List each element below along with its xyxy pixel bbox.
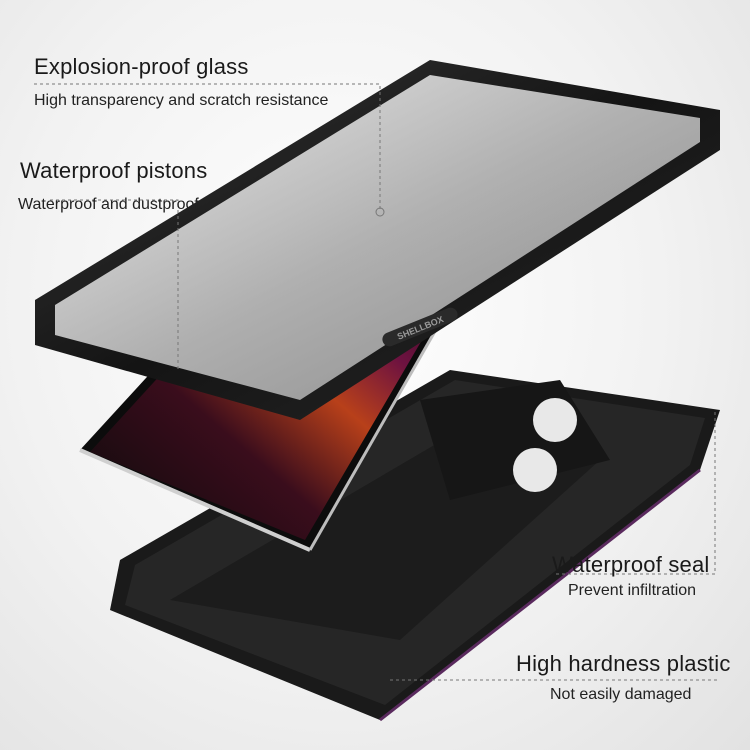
callout-subtitle-seal: Prevent infiltration bbox=[568, 582, 697, 599]
front-frame: SHELLBOX bbox=[35, 60, 720, 420]
callout-subtitle-glass: High transparency and scratch resistance bbox=[34, 92, 329, 109]
callout-title-plastic: High hardness plastic bbox=[516, 651, 731, 676]
callout-title-glass: Explosion-proof glass bbox=[34, 54, 249, 79]
callout-title-pistons: Waterproof pistons bbox=[20, 158, 208, 183]
callout-lines bbox=[34, 83, 720, 681]
back-shell bbox=[110, 370, 720, 722]
callout-title-seal: Waterproof seal bbox=[552, 552, 710, 577]
callout-subtitle-pistons: Waterproof and dustproof bbox=[18, 196, 199, 213]
callout-subtitle-plastic: Not easily damaged bbox=[550, 686, 692, 703]
